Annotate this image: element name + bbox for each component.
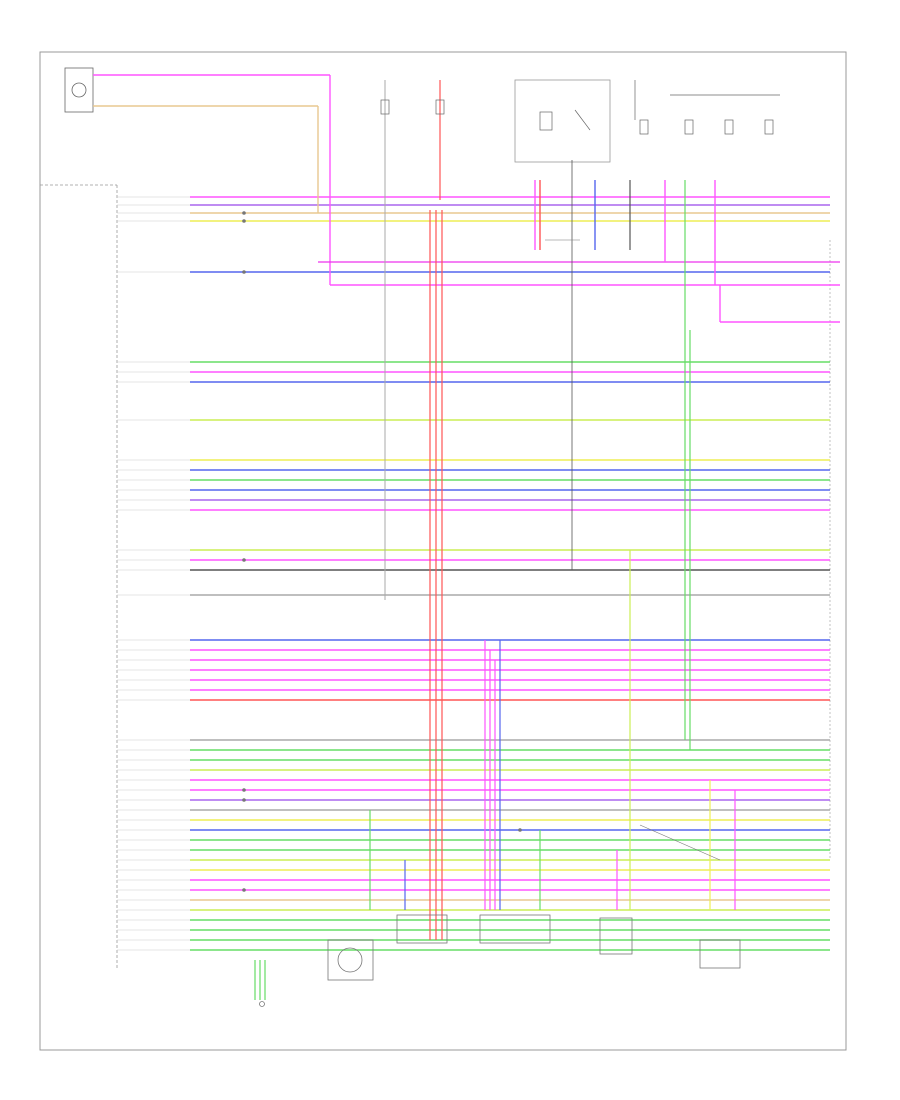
fuse-icon — [380, 99, 390, 115]
bottom-sensor-box-2 — [699, 939, 741, 969]
relay-box — [514, 79, 611, 163]
fuse-icon — [684, 119, 694, 135]
fuse-icon — [764, 119, 774, 135]
fuse-icon — [724, 119, 734, 135]
fuse-icon — [639, 119, 649, 135]
bottom-left-sensor — [327, 939, 374, 981]
sensor-element-icon — [71, 82, 87, 98]
diagram-frame — [39, 51, 847, 1051]
relay-coil-icon — [539, 111, 553, 131]
pointer-line — [639, 824, 721, 861]
ground-icon — [254, 960, 266, 1007]
sensor-wheel-icon — [337, 947, 363, 973]
bottom-sensor-box-1 — [599, 917, 633, 955]
bottom-connector-box — [479, 914, 551, 944]
top-left-sensor-icon — [64, 67, 94, 113]
splice-icon — [242, 211, 522, 892]
bottom-module-box — [396, 914, 448, 944]
fuse-icon — [435, 99, 445, 115]
relay-switch-icon — [574, 109, 591, 131]
horizontal-wires — [117, 196, 830, 951]
